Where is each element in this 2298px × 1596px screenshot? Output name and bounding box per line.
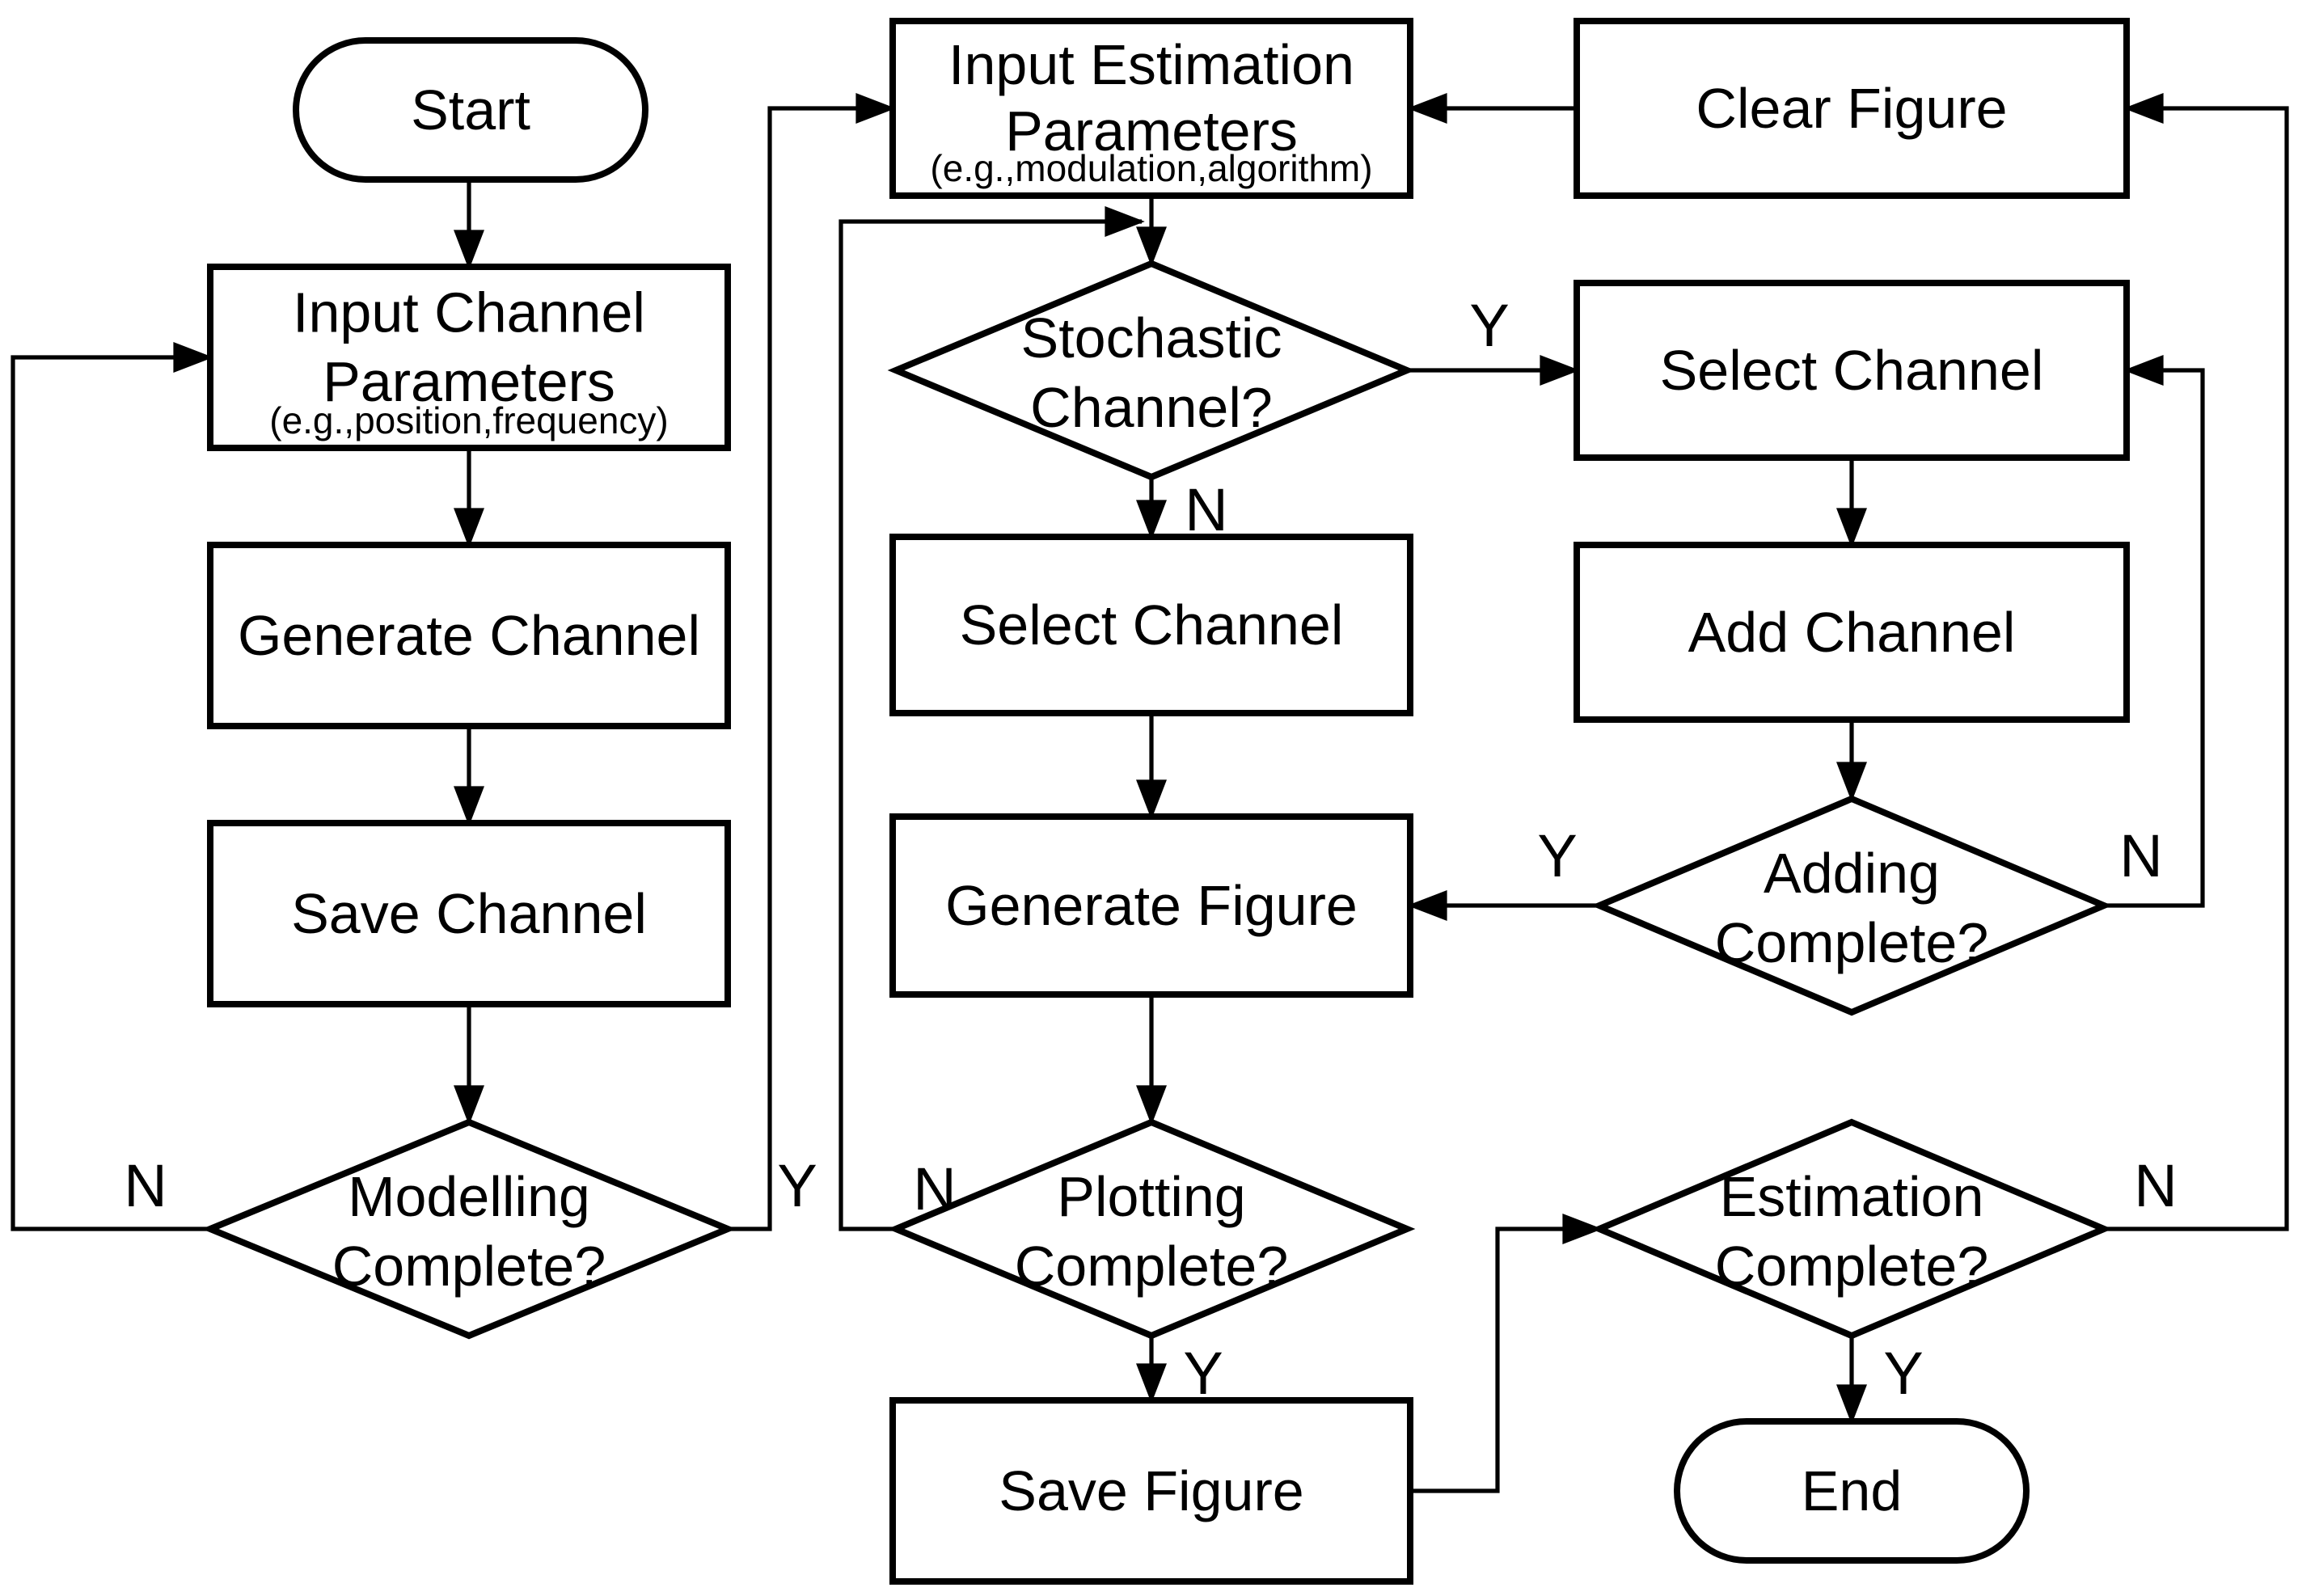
node-label-start-line1: Start (411, 78, 530, 141)
node-label-plotting-complete-line1: Plotting (1057, 1165, 1245, 1228)
edge-label-stochastic-yes: Y (1469, 292, 1509, 359)
node-clear-figure: Clear Figure (1574, 18, 2130, 199)
node-label-adding-complete-line1: Adding (1764, 842, 1940, 905)
edge-estimation-no-loop: N (2104, 93, 2289, 1231)
edge-stochastic-no: N (1136, 476, 1228, 543)
node-shape-generate-channel (207, 542, 731, 729)
node-label-stochastic-channel-line2: Channel? (1030, 376, 1273, 439)
node-input-channel-params: Input ChannelParameters(e.g.,position,fr… (207, 264, 731, 451)
node-generate-figure: Generate Figure (889, 813, 1413, 998)
node-shape-save-channel (207, 820, 731, 1007)
node-shape-input-estimation-params (889, 18, 1413, 199)
node-start: Start (293, 37, 648, 183)
node-label-save-figure-line1: Save Figure (999, 1459, 1303, 1522)
edge-estimation-yes: Y (1836, 1336, 1924, 1425)
node-select-channel-mid: Select Channel (889, 534, 1413, 716)
node-label-input-estimation-params-line2: Parameters (1005, 99, 1298, 163)
edge-label-estimation-yes: Y (1883, 1340, 1923, 1407)
edge-line-estimation-no-loop (2104, 93, 2289, 1231)
node-sublabel-input-estimation-params: (e.g.,modulation,algorithm) (930, 147, 1372, 189)
node-shape-input-channel-params (207, 264, 731, 451)
edge-label-plotting-yes: Y (1183, 1340, 1223, 1407)
node-shape-stochastic-channel (887, 260, 1416, 481)
node-label-add-channel-line1: Add Channel (1688, 601, 2016, 664)
node-label-end-line1: End (1802, 1459, 1903, 1522)
node-sublabel-input-channel-params: (e.g.,position,frequency) (269, 399, 669, 441)
node-shape-select-channel-mid (889, 534, 1413, 716)
node-label-stochastic-channel-line1: Stochastic (1021, 306, 1282, 369)
edge-adding-no-loop: N (2104, 355, 2205, 908)
node-label-plotting-complete-line2: Complete? (1015, 1235, 1289, 1298)
edge-label-adding-no-loop: N (2119, 822, 2162, 889)
node-label-modelling-complete-line2: Complete? (332, 1235, 606, 1298)
edge-line-adding-no-loop (2104, 355, 2205, 908)
node-label-estimation-complete-line1: Estimation (1720, 1165, 1984, 1228)
edge-line-save-figure-to-estimation (1410, 1214, 1603, 1493)
node-select-channel-right: Select Channel (1574, 280, 2130, 461)
node-label-generate-channel-line1: Generate Channel (238, 604, 700, 667)
edge-label-modelling-yes: Y (777, 1152, 817, 1219)
edge-save-figure-to-estimation (1410, 1214, 1603, 1493)
node-label-save-channel-line1: Save Channel (291, 882, 647, 945)
node-label-input-channel-params-line2: Parameters (323, 350, 615, 413)
node-save-channel: Save Channel (207, 820, 731, 1007)
edge-plotting-yes: Y (1136, 1336, 1223, 1407)
edge-modelling-yes: Y (728, 93, 896, 1231)
node-save-figure: Save Figure (889, 1397, 1413, 1585)
node-label-input-estimation-params-line1: Input Estimation (948, 33, 1354, 96)
node-label-select-channel-right-line1: Select Channel (1660, 339, 2044, 402)
edge-label-modelling-no-loop: N (124, 1152, 167, 1219)
node-label-generate-figure-line1: Generate Figure (945, 874, 1358, 937)
node-shape-adding-complete (1590, 795, 2113, 1016)
node-label-estimation-complete-line2: Complete? (1715, 1235, 1989, 1298)
node-shape-plotting-complete (887, 1118, 1416, 1340)
node-shape-modelling-complete (201, 1118, 737, 1340)
edge-line-plotting-no-loop (839, 206, 1145, 1231)
edge-adding-yes: Y (1407, 822, 1599, 921)
node-end: End (1674, 1418, 2030, 1564)
node-label-modelling-complete-line1: Modelling (348, 1165, 590, 1228)
edge-line-modelling-yes (728, 93, 896, 1231)
node-input-estimation-params: Input EstimationParameters(e.g.,modulati… (889, 18, 1413, 199)
edge-modelling-no-loop: N (11, 342, 213, 1231)
edge-label-estimation-no-loop: N (2134, 1152, 2177, 1219)
node-shape-save-figure (889, 1397, 1413, 1585)
node-generate-channel: Generate Channel (207, 542, 731, 729)
node-shape-add-channel (1574, 542, 2130, 723)
node-label-input-channel-params-line1: Input Channel (293, 281, 645, 344)
node-label-adding-complete-line2: Complete? (1715, 911, 1989, 974)
node-shape-estimation-complete (1590, 1118, 2113, 1340)
node-shape-select-channel-right (1574, 280, 2130, 461)
node-shape-end (1674, 1418, 2030, 1564)
edge-stochastic-yes: Y (1407, 292, 1580, 386)
node-shape-start (293, 37, 648, 183)
node-label-clear-figure-line1: Clear Figure (1696, 77, 2007, 140)
node-add-channel: Add Channel (1574, 542, 2130, 723)
edge-label-stochastic-no: N (1185, 476, 1227, 543)
node-shape-clear-figure (1574, 18, 2130, 199)
edge-line-modelling-no-loop (11, 342, 213, 1231)
node-label-select-channel-mid-line1: Select Channel (960, 593, 1344, 657)
node-shape-generate-figure (889, 813, 1413, 998)
edge-label-adding-yes: Y (1537, 822, 1577, 889)
